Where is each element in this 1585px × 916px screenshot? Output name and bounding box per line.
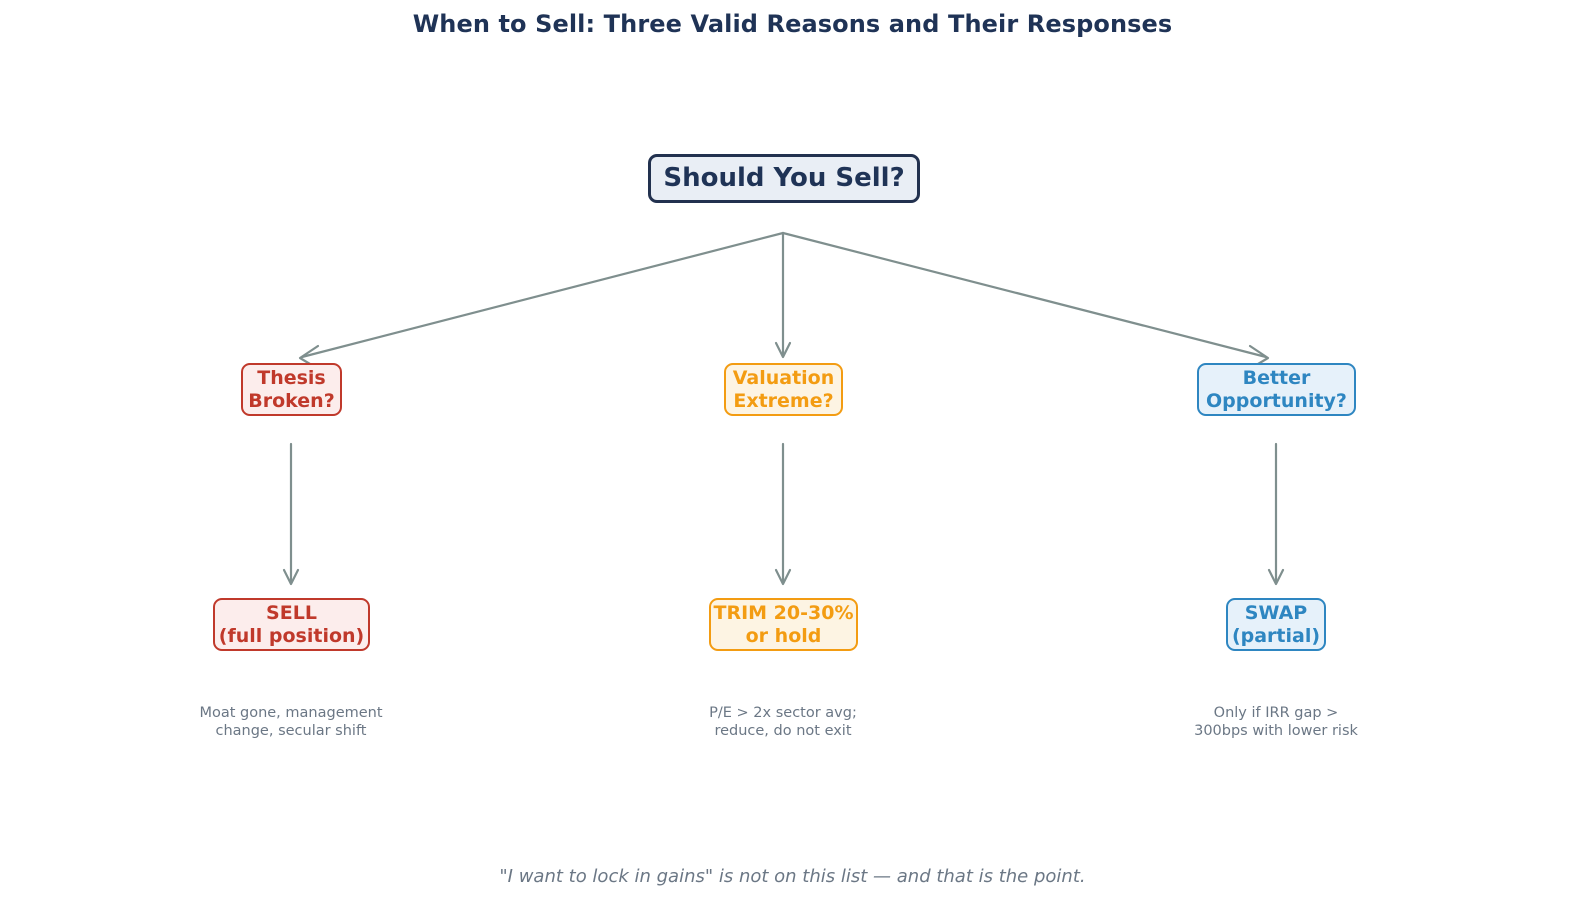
node-root-should-you-sell[interactable]: Should You Sell? [648,154,920,203]
connector-root-to-opportunity [781,231,1270,369]
connector-valuation-to-trim [774,442,792,586]
connector-opportunity-to-swap [1267,442,1285,586]
footer-note: "I want to lock in gains" is not on this… [499,866,1086,887]
node-condition-valuation-extreme[interactable]: Valuation Extreme? [724,363,843,416]
connector-root-to-valuation [774,231,792,359]
node-action-sell-full-position[interactable]: SELL (full position) [213,598,370,651]
caption-opportunity: Only if IRR gap > 300bps with lower risk [1194,705,1358,739]
caption-thesis: Moat gone, management change, secular sh… [199,705,383,739]
connector-thesis-to-sell [282,442,300,586]
node-action-swap-partial[interactable]: SWAP (partial) [1226,598,1326,651]
node-action-trim-or-hold[interactable]: TRIM 20-30% or hold [709,598,858,651]
page-title: When to Sell: Three Valid Reasons and Th… [412,10,1173,38]
node-condition-better-opportunity[interactable]: Better Opportunity? [1197,363,1356,416]
caption-valuation: P/E > 2x sector avg; reduce, do not exit [709,705,857,739]
node-condition-thesis-broken[interactable]: Thesis Broken? [241,363,342,416]
connector-root-to-thesis [298,231,785,369]
